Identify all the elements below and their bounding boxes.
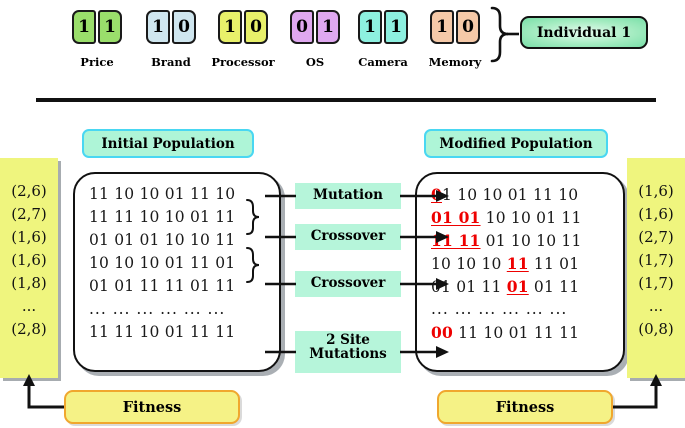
modified-fitness-value-2: (2,7) [638,228,674,246]
bits: ... ... ... ... ... ... [431,300,568,318]
operation-label-line: Mutation [313,187,383,203]
gene-bit-os-0: 0 [290,10,314,44]
initial-fitness-value-4: (1,8) [11,274,47,292]
modified-fitness-values: (1,6) (1,6) (2,7) (1,7) (1,7)... (0,8) [627,158,685,378]
initial-population-rows: 11 10 10 01 11 10 11 11 10 10 01 11 01 01 … [75,183,279,344]
bits: 11 01 [528,255,580,273]
gene-bit-memory-0: 1 [430,10,454,44]
gene-bit-brand-1: 0 [172,10,196,44]
gene-label-price: Price [80,55,114,69]
bits: 10 10 10 01 11 01 [89,254,236,272]
individual-label-box: Individual 1 [520,16,648,49]
gene-label-memory: Memory [428,55,482,69]
bits: 01 01 11 11 01 11 [89,277,236,295]
modified-row-6: 00 11 10 01 11 11 [417,321,623,344]
modified-row-2: 11 11 01 10 10 11 [417,229,623,252]
gene-bit-brand-0: 1 [146,10,170,44]
initial-population-header: Initial Population [82,129,254,158]
modified-fitness-value-0: (1,6) [638,182,674,200]
highlighted-bits: 00 [431,323,453,342]
operation-label-line: 2 Site [326,332,370,348]
highlighted-bits: 11 [506,254,529,273]
bits: 11 11 10 10 01 11 [89,208,236,226]
section-divider [36,98,656,102]
gene-label-brand: Brand [151,55,191,69]
gene-bit-processor-1: 0 [244,10,268,44]
bits: 01 01 11 [431,278,507,296]
initial-row-3: 10 10 10 01 11 01 [75,252,279,275]
initial-row-5: ... ... ... ... ... ... [75,298,279,321]
gene-bit-os-1: 1 [316,10,340,44]
operation-label-line: Crossover [310,228,386,244]
modified-fitness-value-6: (0,8) [638,320,674,338]
initial-fitness-value-5: ... [21,297,37,315]
gene-bit-camera-1: 1 [384,10,408,44]
operation-label-line: Mutations [309,346,387,363]
bits: 10 10 01 11 [480,209,582,227]
operation-label-line: Crossover [310,275,386,291]
initial-fitness-value-3: (1,6) [11,251,47,269]
bits: 1 10 10 01 11 10 [442,186,579,204]
initial-fitness-values: (2,6) (2,7) (1,6) (1,6) (1,8)... (2,8) [0,158,58,378]
modified-row-3: 10 10 10 11 11 01 [417,252,623,275]
highlighted-bits: 01 [506,277,529,296]
gene-label-processor: Processor [211,55,275,69]
highlighted-bits: 11 11 [431,231,481,250]
gene-bit-price-1: 1 [98,10,122,44]
modified-fitness-value-5: ... [648,297,664,315]
initial-fitness-value-6: (2,8) [11,320,47,338]
highlighted-bits: 01 01 [431,208,481,227]
initial-row-2: 01 01 01 10 10 11 [75,229,279,252]
initial-row-4: 01 01 11 11 01 11 [75,275,279,298]
modified-fitness-box: Fitness [437,390,613,424]
bits: ... ... ... ... ... ... [89,300,226,318]
highlighted-bits: 0 [431,185,442,204]
bits: 01 10 10 11 [480,232,582,250]
bits: 11 10 10 01 11 10 [89,185,236,203]
bits: 11 11 10 01 11 11 [89,323,236,341]
modified-row-1: 01 01 10 10 01 11 [417,206,623,229]
gene-bit-memory-1: 0 [456,10,480,44]
initial-row-1: 11 11 10 10 01 11 [75,206,279,229]
bits: 01 01 01 10 10 11 [89,231,236,249]
modified-row-0: 01 10 10 01 11 10 [417,183,623,206]
operation-mutation: Mutation [295,183,401,209]
modified-population-header: Modified Population [424,129,608,158]
gene-bit-camera-0: 1 [358,10,382,44]
initial-fitness-value-0: (2,6) [11,182,47,200]
modified-fitness-value-1: (1,6) [638,205,674,223]
initial-population-panel: 11 10 10 01 11 10 11 11 10 10 01 11 01 01 … [73,172,281,372]
initial-row-6: 11 11 10 01 11 11 [75,321,279,344]
bits: 11 10 01 11 11 [452,324,580,342]
gene-label-camera: Camera [358,55,408,69]
initial-fitness-box: Fitness [64,390,240,424]
operation-crossover-1: Crossover [295,224,401,250]
modified-row-5: ... ... ... ... ... ... [417,298,623,321]
operation-crossover-2: Crossover [295,271,401,297]
initial-row-0: 11 10 10 01 11 10 [75,183,279,206]
gene-label-os: OS [305,55,325,69]
gene-bit-price-0: 1 [72,10,96,44]
modified-row-4: 01 01 11 01 01 11 [417,275,623,298]
initial-fitness-value-2: (1,6) [11,228,47,246]
modified-fitness-value-4: (1,7) [638,274,674,292]
gene-bit-processor-0: 1 [218,10,242,44]
bits: 01 11 [528,278,580,296]
initial-fitness-value-1: (2,7) [11,205,47,223]
bits: 10 10 10 [431,255,507,273]
modified-fitness-value-3: (1,7) [638,251,674,269]
